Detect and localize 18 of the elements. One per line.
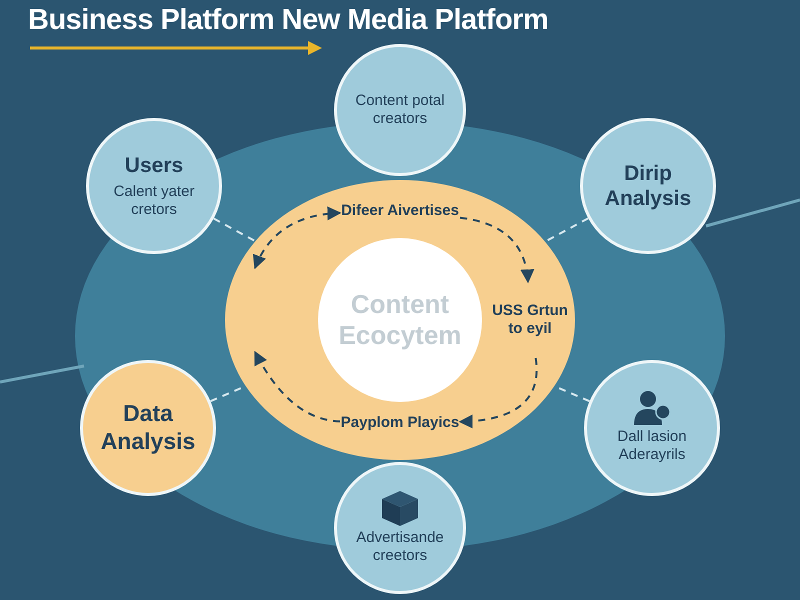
connector-line: [213, 218, 256, 242]
circle-heading: Data Analysis: [100, 400, 196, 456]
circle-heading: Users: [124, 153, 184, 179]
circle-text: Content potal creators: [354, 92, 446, 128]
circle-heading: Dirip Analysis: [604, 160, 692, 212]
circle-text: Calent yater cretors: [112, 182, 196, 219]
circle-text: Dall lasion Aderayrils: [616, 428, 688, 464]
circle-heading: Content Ecocytem: [338, 288, 462, 352]
connector-line: [544, 217, 589, 243]
arrow: [254, 206, 342, 270]
diagram-title: Business Platform New Media Platform: [28, 4, 548, 37]
ring-label: USS Grtun to eyil: [491, 302, 569, 338]
circle-text: Advertisande creetors: [355, 529, 445, 565]
ring-label: Difeer Aivertises: [341, 202, 459, 220]
arrow: [460, 216, 534, 284]
ring-label: Payplom Playics: [340, 414, 460, 432]
arrow: [458, 358, 538, 428]
arrow: [254, 350, 340, 422]
